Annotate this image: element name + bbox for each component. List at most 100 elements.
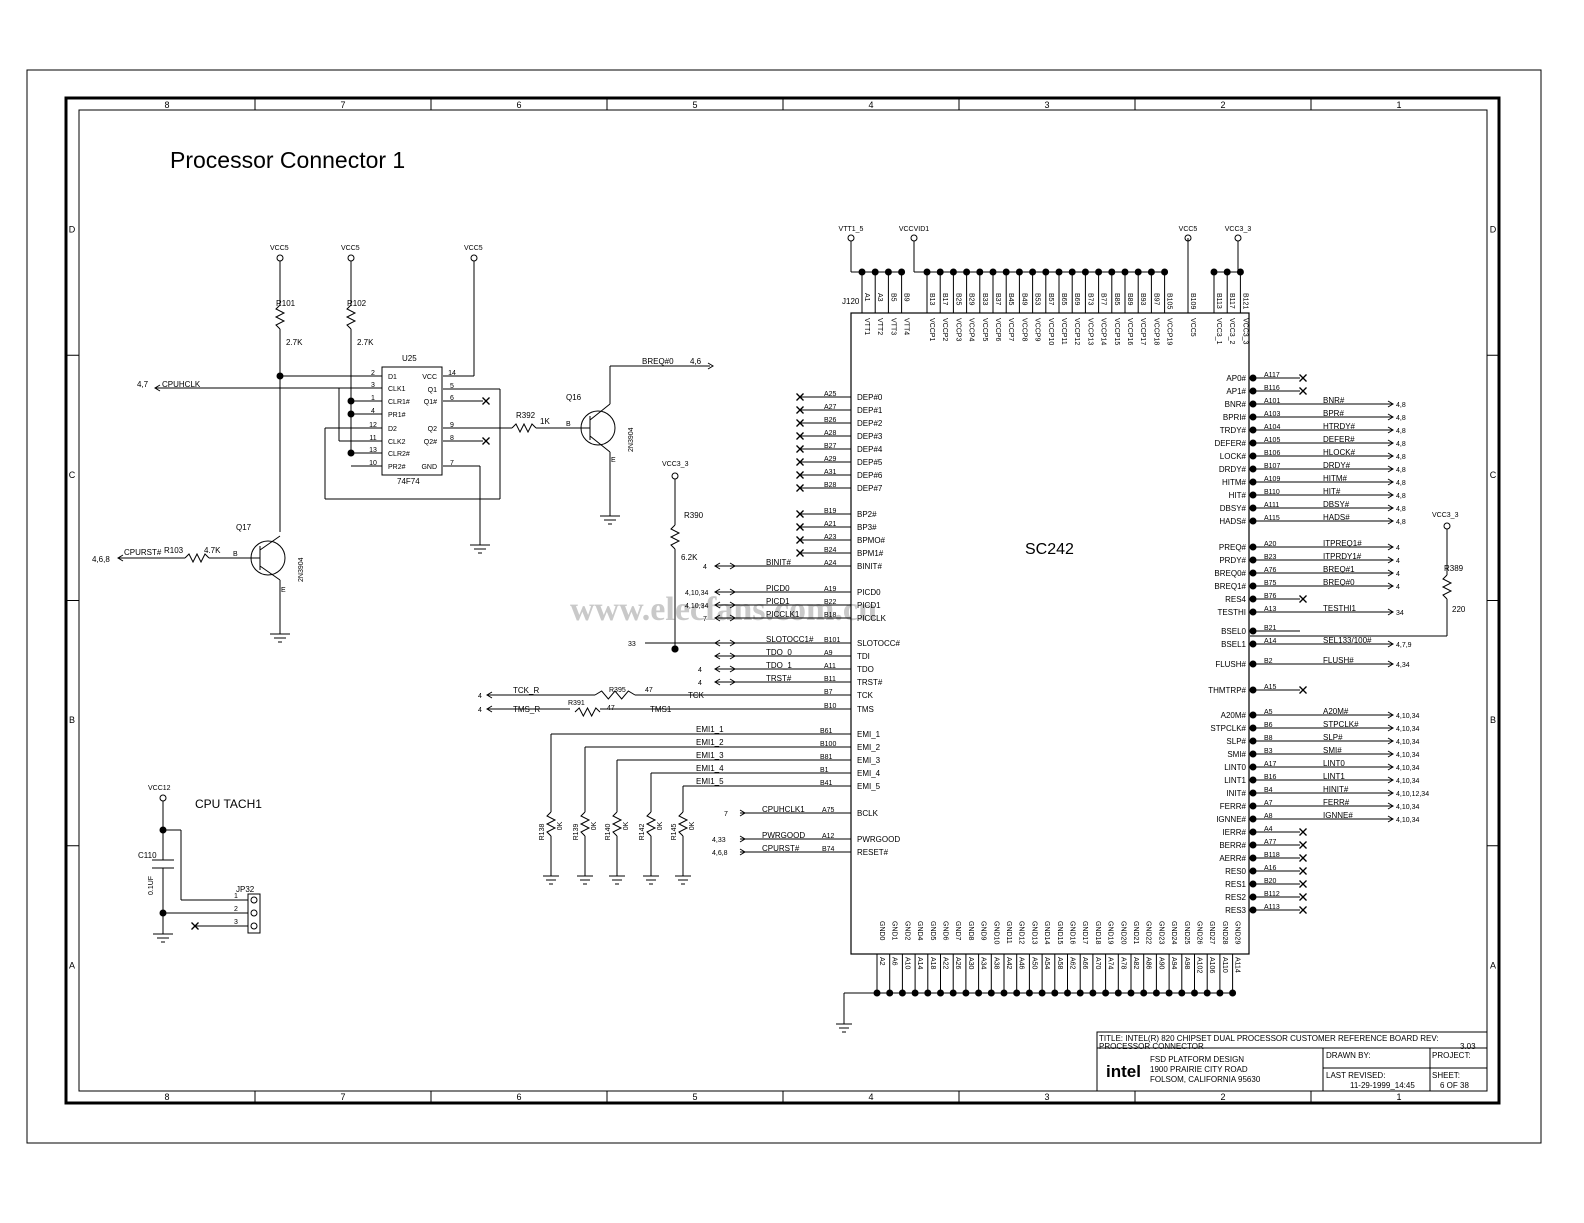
signal-ref: 4,10,34 [1396, 804, 1419, 811]
junction-dot [1249, 789, 1257, 797]
chip-pin-name: RES1 [1225, 880, 1246, 889]
power-pin-number: B105 [1166, 293, 1173, 309]
ground-pin-number: A46 [1018, 957, 1025, 970]
vcc33-label-r390: VCC3_3 [662, 461, 689, 468]
cpu-tach-label: CPU TACH1 [195, 797, 262, 811]
emi-pin-number: B1 [820, 767, 829, 774]
signal-ref: 4,7,9 [1396, 642, 1412, 649]
chip-pin-number: A21 [824, 521, 837, 528]
signal-ref: 4,8 [1396, 454, 1406, 461]
connector-ref: J120 [842, 297, 860, 306]
chip-pin-number: A23 [824, 534, 837, 541]
emi-resistor-ref: R139 [573, 824, 580, 841]
chip-pin-number: B76 [1264, 593, 1277, 600]
signal-net-name: DEFER# [1323, 435, 1355, 444]
signal-ref: 34 [1396, 610, 1404, 617]
power-pin-number: B5 [889, 293, 896, 302]
chip-pin-number: B4 [1264, 787, 1273, 794]
chip-pin-name: BNR# [1225, 400, 1247, 409]
chip-pin-name: DEP#6 [857, 471, 883, 480]
u25-part: 74F74 [397, 477, 420, 486]
no-connect-mark [1299, 880, 1307, 888]
signal-net-name: HTRDY# [1323, 422, 1356, 431]
title-block-address2: FOLSOM, CALIFORNIA 95630 [1150, 1075, 1261, 1084]
signal-ref: 4,8 [1396, 402, 1406, 409]
chip-pin-name: FERR# [1220, 802, 1247, 811]
emi-net-name: EMI1_1 [696, 725, 724, 734]
power-pin-name: VCCP19 [1166, 318, 1173, 345]
u25-pin-name: CLR2# [388, 451, 410, 458]
r390-ref: R390 [684, 511, 704, 520]
power-symbol [1184, 234, 1192, 242]
no-connect-mark [191, 922, 199, 930]
signal-ref: 4,10,34 [1396, 739, 1419, 746]
ground-pin-name: GND25 [1183, 921, 1190, 944]
ground-pin-name: GND1 [891, 921, 898, 941]
title-block-sheet-label: SHEET: [1432, 1071, 1460, 1080]
signal-net-name: HLOCK# [1323, 448, 1356, 457]
title-block-address1: 1900 PRAIRIE CITY ROAD [1150, 1065, 1248, 1074]
chip-pin-name: BP2# [857, 510, 877, 519]
signal-net-name: TCK [688, 691, 705, 700]
power-pin-name: VTT1 [863, 318, 870, 335]
signal-net-name: STPCLK# [1323, 720, 1359, 729]
ground-pin-name: GND10 [992, 921, 999, 944]
chip-pin-name: LINT0 [1224, 763, 1246, 772]
u25-pin-name: VCC [422, 374, 437, 381]
power-pin-number: B49 [1020, 293, 1027, 306]
emi-resistor-value: 0K [657, 821, 664, 830]
power-label: VTT1_5 [839, 226, 864, 233]
junction-dot [1249, 569, 1257, 577]
ground-pin-name: GND9 [980, 921, 987, 941]
power-pin-number: B89 [1126, 293, 1133, 306]
u25-pin-name: Q2# [424, 439, 437, 446]
no-connect-mark [1299, 387, 1307, 395]
no-connect-mark [1299, 906, 1307, 914]
junction-dot [671, 645, 679, 653]
power-pin-name: VTT3 [889, 318, 896, 335]
power-pin-name: VCCP1 [928, 318, 935, 341]
border-column-label: 6 [516, 1092, 521, 1102]
signal-net-name: IGNNE# [1323, 811, 1353, 820]
signal-pin-number: B11 [824, 676, 836, 683]
ground-pin-number: A22 [942, 957, 949, 970]
chip-pin-number: A14 [1264, 638, 1277, 645]
jp32-pin-1: 1 [234, 893, 238, 900]
u25-pin-number: 9 [450, 422, 454, 429]
emi-pin-number: B81 [820, 754, 833, 761]
signal-ref: 7 [703, 616, 707, 623]
ground-pin-name: GND24 [1170, 921, 1177, 944]
chip-pin-number: A5 [1264, 709, 1273, 716]
c110-ref: C110 [138, 851, 157, 860]
u25-pin-number: 12 [369, 422, 377, 429]
power-pin-name: VCC3_1 [1215, 318, 1222, 345]
junction-dot [1249, 828, 1257, 836]
left-chip-pins: DEP#0DEP#1DEP#2DEP#3DEP#4DEP#5DEP#6DEP#7… [478, 391, 901, 885]
left-circuit [118, 254, 710, 943]
ground-pin-number: A38 [992, 957, 999, 970]
no-connect-mark [1299, 686, 1307, 694]
signal-net-name: PICD0 [766, 584, 790, 593]
u25-pin-name: D2 [388, 426, 397, 433]
chip-name: SC242 [1025, 541, 1074, 558]
chip-pin-name: DRDY# [1219, 465, 1247, 474]
junction-dot [1249, 880, 1257, 888]
ground-pin-name: GND21 [1132, 921, 1139, 944]
chip-pin-number: B3 [1264, 748, 1273, 755]
intel-logo: intel [1106, 1062, 1141, 1081]
ground-pin-name: GND29 [1234, 921, 1241, 944]
power-pin-number: B13 [928, 293, 935, 306]
power-pin-number: B117 [1228, 293, 1235, 309]
chip-pin-number: A13 [1264, 606, 1277, 613]
signal-net-name: TDO_0 [766, 648, 792, 657]
no-connect-mark [1299, 867, 1307, 875]
chip-pin-name: PICD1 [857, 601, 881, 610]
emi-resistor-ref: R142 [639, 824, 646, 841]
ground-pin-number: A10 [903, 957, 910, 970]
signal-net-name: BPR# [1323, 409, 1344, 418]
port-arrow [707, 362, 714, 370]
junction-dot [1249, 608, 1257, 616]
chip-pin-name: SMI# [1227, 750, 1246, 759]
ground-pin-name: GND26 [1196, 921, 1203, 944]
